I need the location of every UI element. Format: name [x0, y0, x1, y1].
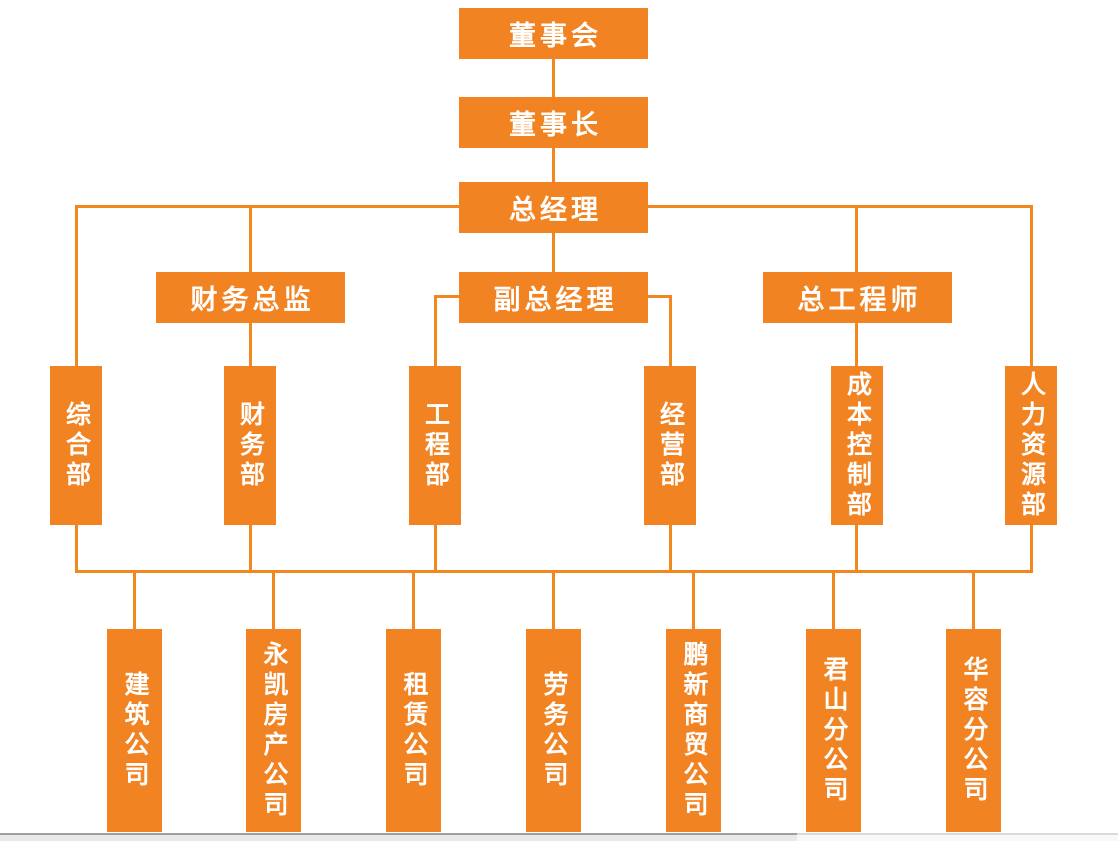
connector-bus-yongkai-co [272, 570, 275, 629]
org-node-deputy-general-manager: 副总经理 [459, 272, 648, 323]
org-node-operations-dept: 经营部 [644, 366, 696, 525]
org-node-general-manager: 总经理 [459, 182, 648, 233]
org-node-chief-engineer: 总工程师 [763, 272, 952, 323]
org-node-chairman: 董事长 [459, 97, 648, 148]
connector-deputy-gm-operations-dept [669, 295, 672, 366]
org-node-construction-company: 建筑公司 [107, 629, 162, 832]
connector-bus-huarong-co [972, 570, 975, 629]
connector-bus-leasing-co [412, 570, 415, 629]
connector-chairman-gm [552, 148, 555, 182]
connector-bus-labor-co [552, 570, 555, 629]
connector-hr-dept-bus [1030, 525, 1033, 573]
connector-finance-director-finance-dept [249, 323, 252, 366]
org-node-cost-control-dept: 成本控制部 [831, 366, 883, 525]
connector-drop-chief-engineer [855, 205, 858, 272]
connector-chief-engineer-cost-control [855, 323, 858, 366]
connector-deputy-gm-left-elbow-h [434, 295, 459, 298]
connector-general-dept-bus [75, 525, 78, 573]
org-node-engineering-dept: 工程部 [409, 366, 461, 525]
connector-operations-dept-bus [669, 525, 672, 573]
org-node-finance-director: 财务总监 [156, 272, 345, 323]
connector-gm-deputy-gm [552, 233, 555, 272]
connector-bus-junshan-co [832, 570, 835, 629]
connector-deputy-gm-engineering-dept [434, 295, 437, 366]
org-node-board-of-directors: 董事会 [459, 8, 648, 59]
org-node-hr-dept: 人力资源部 [1005, 366, 1057, 525]
org-node-leasing-company: 租赁公司 [386, 629, 441, 832]
org-node-huarong-branch-company: 华容分公司 [946, 629, 1001, 832]
org-node-finance-dept: 财务部 [224, 366, 276, 525]
connector-finance-dept-bus [249, 525, 252, 573]
connector-drop-finance-director [249, 205, 252, 272]
connector-engineering-dept-bus [434, 525, 437, 573]
org-node-labor-services-company: 劳务公司 [526, 629, 581, 832]
connector-drop-general-dept [75, 205, 78, 366]
org-node-junshan-branch-company: 君山分公司 [806, 629, 861, 832]
org-node-pengxin-trading-company: 鹏新商贸公司 [666, 629, 721, 832]
horizontal-scrollbar-thumb[interactable] [0, 833, 797, 841]
connector-bus-construction-co [133, 570, 136, 629]
connector-bus-pengxin-co [692, 570, 695, 629]
connector-cost-control-dept-bus [855, 525, 858, 573]
connector-board-chairman [552, 59, 555, 97]
org-node-yongkai-real-estate-company: 永凯房产公司 [246, 629, 301, 832]
org-node-general-dept: 综合部 [50, 366, 102, 525]
connector-deputy-gm-right-elbow-h [648, 295, 672, 298]
horizontal-scrollbar-track[interactable] [797, 833, 1118, 841]
connector-drop-hr-dept [1030, 205, 1033, 366]
